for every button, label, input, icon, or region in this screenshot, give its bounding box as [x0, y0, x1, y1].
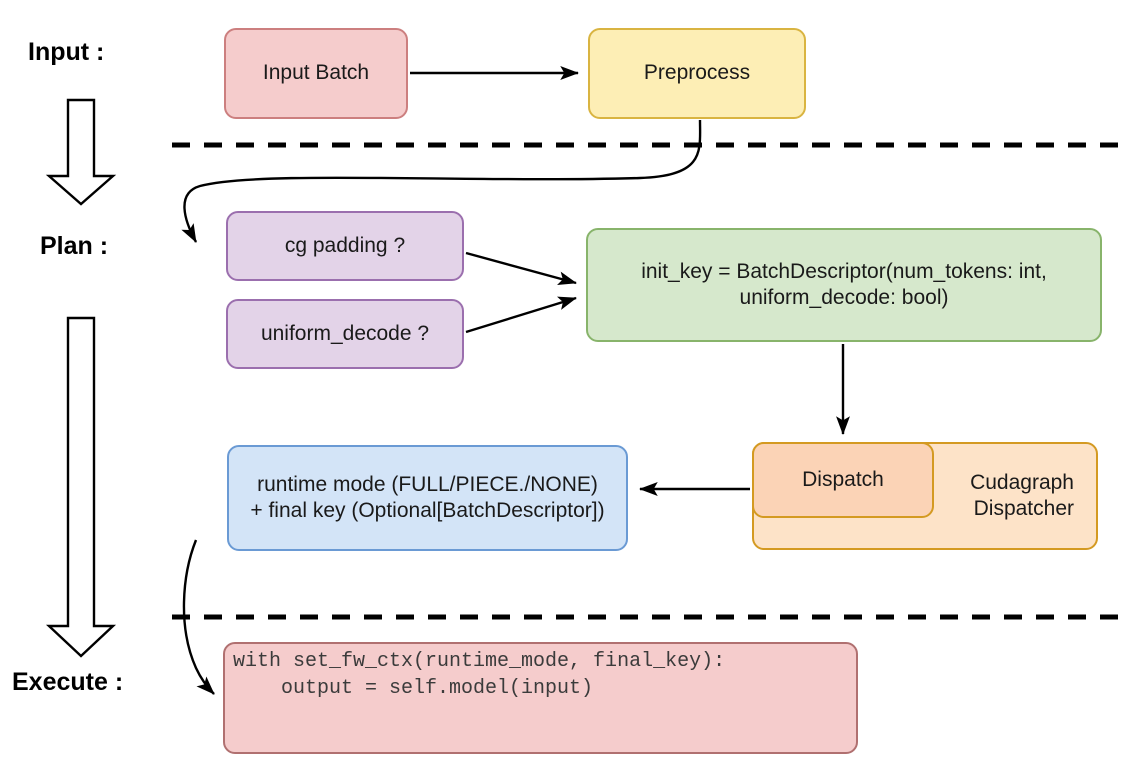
node-runtime-mode-line-1: runtime mode (FULL/PIECE./NONE)	[257, 472, 598, 496]
edge-cg-padding-to-init-key	[465, 251, 577, 286]
stage-flow-arrow-plan-to-execute	[45, 316, 117, 658]
stage-label-plan: Plan :	[40, 232, 109, 260]
node-execute-code[interactable]: with set_fw_ctx(runtime_mode, final_key)…	[223, 642, 858, 754]
node-cudagraph-dispatcher-line-2: Dispatcher	[973, 497, 1074, 520]
node-uniform-decode[interactable]: uniform_decode ?	[226, 299, 464, 369]
node-cudagraph-dispatcher-line-1: Cudagraph	[970, 470, 1074, 494]
stage-label-input: Input :	[28, 38, 105, 66]
code-line-2: output = self.model(input)	[233, 677, 594, 700]
node-input-batch[interactable]: Input Batch	[224, 28, 408, 119]
node-init-key-line-1: init_key = BatchDescriptor(num_tokens: i…	[641, 259, 1047, 283]
stage-label-execute: Execute :	[12, 668, 124, 696]
node-cg-padding[interactable]: cg padding ?	[226, 211, 464, 281]
node-dispatch[interactable]: Dispatch	[752, 442, 934, 518]
node-preprocess[interactable]: Preprocess	[588, 28, 806, 119]
code-line-1: with set_fw_ctx(runtime_mode, final_key)…	[233, 650, 726, 673]
node-init-key-line-2: uniform_decode: bool)	[739, 286, 949, 309]
edge-uniform-decode-to-init-key	[465, 296, 577, 334]
node-runtime-mode-line-2: + final key (Optional[BatchDescriptor])	[250, 499, 605, 522]
node-init-key[interactable]: init_key = BatchDescriptor(num_tokens: i…	[586, 228, 1102, 342]
stage-flow-arrow-input-to-plan	[45, 98, 117, 206]
node-runtime-mode[interactable]: runtime mode (FULL/PIECE./NONE) + final …	[227, 445, 628, 551]
edge-runtime-mode-to-execute	[182, 539, 215, 695]
